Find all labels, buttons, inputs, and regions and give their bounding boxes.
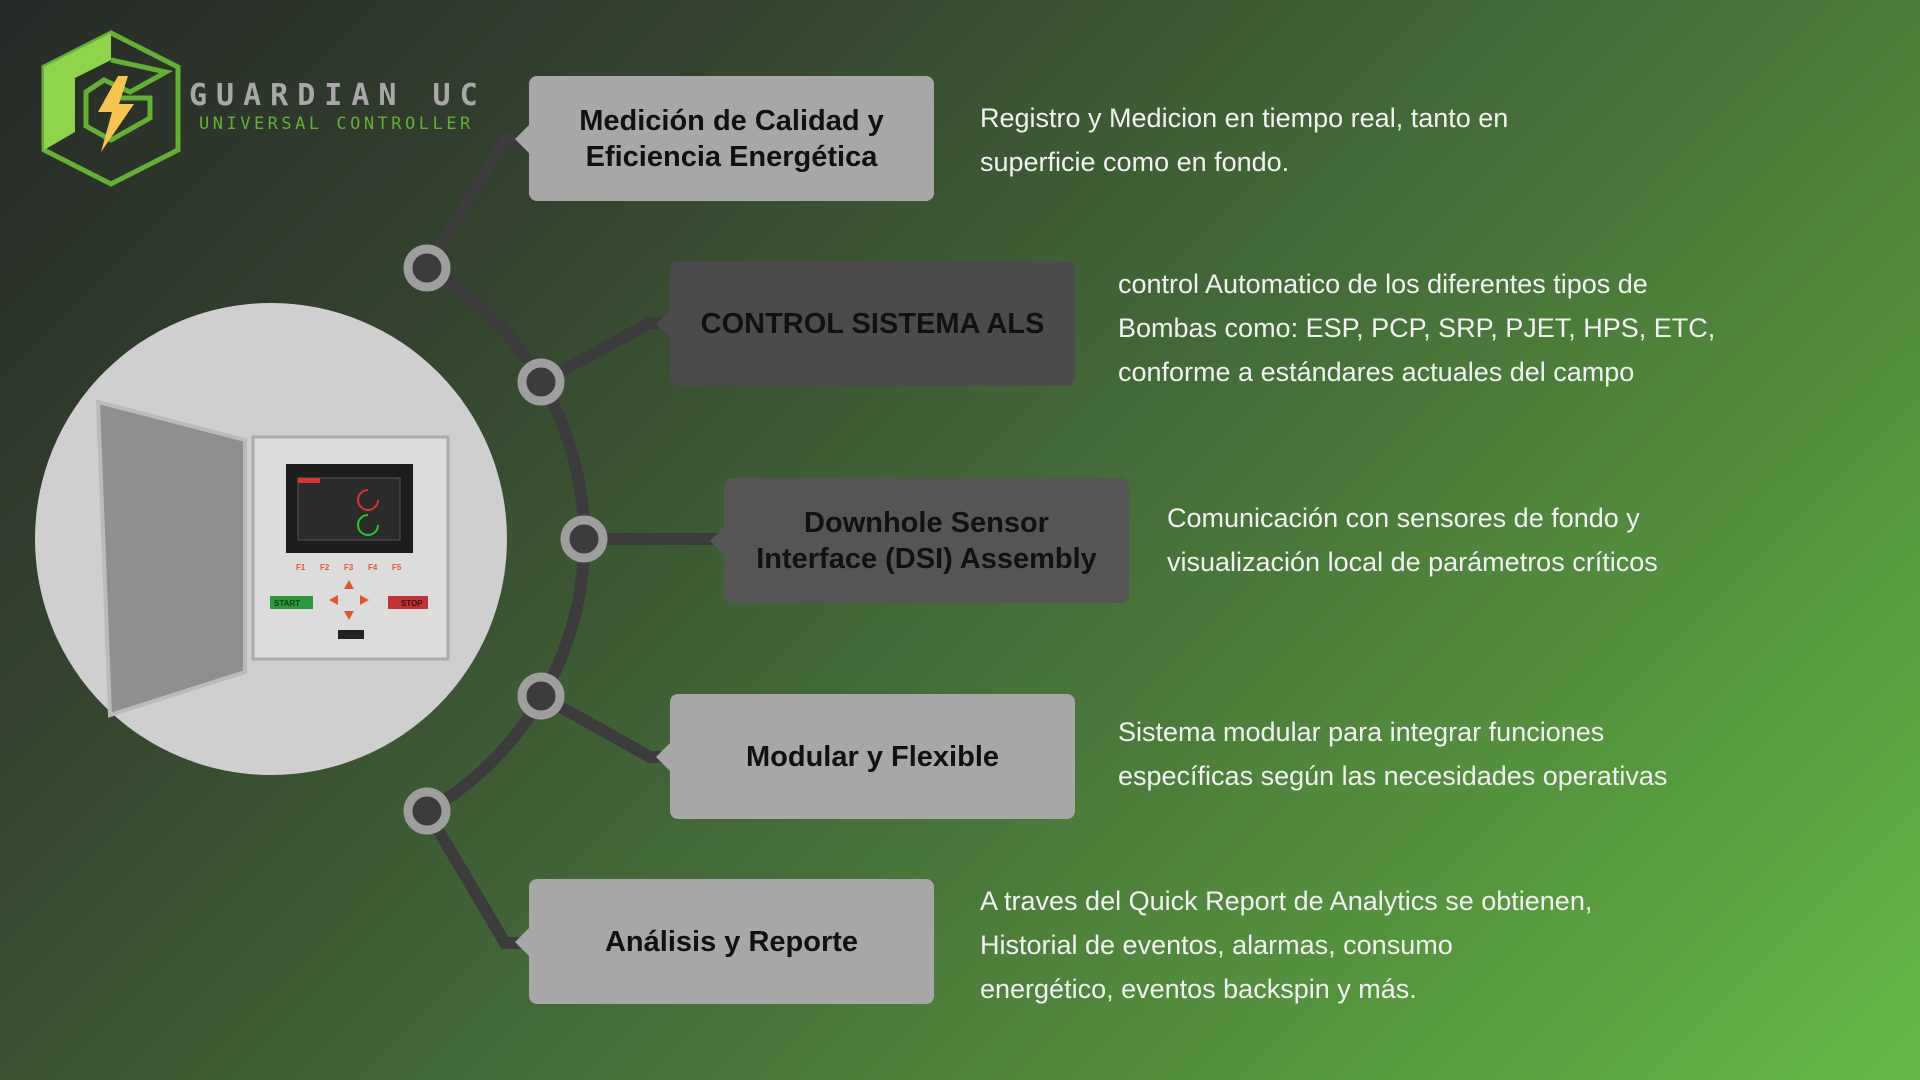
feature-box-analysis: Análisis y Reporte [515, 879, 934, 1004]
logo-hexagon-icon [41, 30, 181, 187]
panel-label-stop: STOP [401, 599, 423, 608]
timeline-nodes [403, 244, 608, 835]
feature-box-energy: Medición de Calidad y Eficiencia Energét… [515, 76, 934, 201]
controller-enclosure-icon: F1 F2 F3 F4 F5 START STOP [95, 399, 450, 718]
desc-line: superficie como en fondo. [980, 147, 1290, 177]
node-3 [560, 515, 608, 563]
feature-description-als-control: control Automatico de los diferentes tip… [1118, 262, 1715, 394]
panel-label-f4: F4 [368, 563, 378, 572]
desc-line: Bombas como: ESP, PCP, SRP, PJET, HPS, E… [1118, 313, 1716, 343]
feature-description-analysis: A traves del Quick Report de Analytics s… [980, 879, 1592, 1011]
desc-line: conforme a estándares actuales del campo [1118, 357, 1635, 387]
desc-line: visualización local de parámetros crític… [1167, 547, 1658, 577]
feature-description-energy: Registro y Medicion en tiempo real, tant… [980, 96, 1508, 184]
panel-label-f1: F1 [296, 563, 306, 572]
feature-box-dsi: Downhole Sensor Interface (DSI) Assembly [710, 478, 1129, 603]
node-4 [517, 672, 565, 720]
panel-label-f5: F5 [392, 563, 402, 572]
panel-label-f2: F2 [320, 563, 330, 572]
desc-line: Comunicación con sensores de fondo y [1167, 503, 1640, 533]
desc-line: Registro y Medicion en tiempo real, tant… [980, 103, 1509, 133]
desc-line: específicas según las necesidades operat… [1118, 761, 1668, 791]
desc-line: Sistema modular para integrar funciones [1118, 717, 1605, 747]
desc-line: A traves del Quick Report de Analytics s… [980, 886, 1593, 916]
node-5 [403, 787, 451, 835]
desc-line: control Automatico de los diferentes tip… [1118, 269, 1648, 299]
node-1 [403, 244, 451, 292]
panel-label-f3: F3 [344, 563, 354, 572]
desc-line: Historial de eventos, alarmas, consumo [980, 930, 1453, 960]
feature-box-als-control: CONTROL SISTEMA ALS [656, 261, 1075, 386]
panel-label-start: START [274, 599, 300, 608]
node-2 [517, 358, 565, 406]
feature-box-modular: Modular y Flexible [656, 694, 1075, 819]
logo-subtitle: UNIVERSAL CONTROLLER [199, 114, 474, 134]
feature-description-modular: Sistema modular para integrar funciones … [1118, 710, 1667, 798]
logo-title: GUARDIAN UC [189, 78, 487, 113]
desc-line: energético, eventos backspin y más. [980, 974, 1417, 1004]
feature-description-dsi: Comunicación con sensores de fondo y vis… [1167, 496, 1658, 584]
